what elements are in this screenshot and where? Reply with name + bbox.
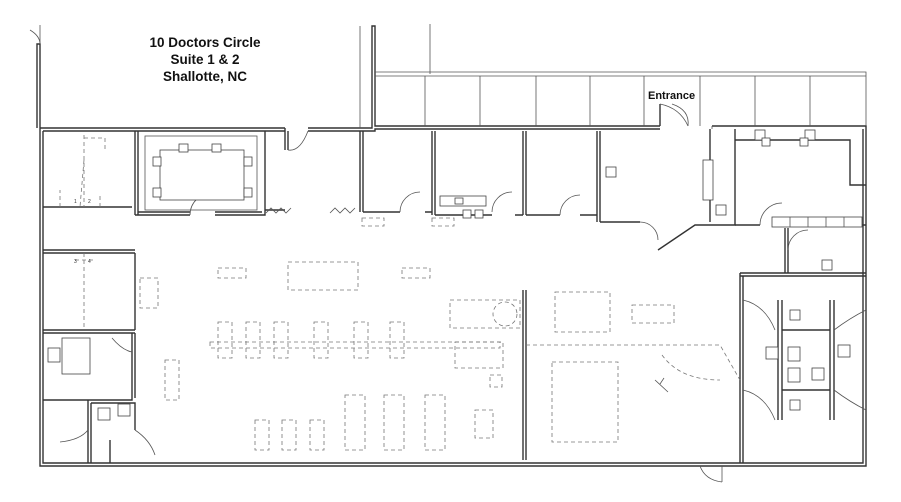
left-upper-rooms: 1 2 bbox=[43, 128, 356, 216]
reception-area bbox=[715, 129, 866, 228]
address-line-3: Shallotte, NC bbox=[162, 69, 247, 84]
address-line-2: Suite 1 & 2 bbox=[170, 52, 240, 67]
middle-upper-offices bbox=[359, 129, 736, 251]
entrance-label: Entrance bbox=[648, 90, 696, 102]
open-office-furniture bbox=[139, 261, 741, 460]
room-number-4: 4 bbox=[88, 259, 91, 265]
porch bbox=[375, 71, 867, 126]
address-line-1: 10 Doctors Circle bbox=[149, 35, 261, 50]
bottom-doors bbox=[699, 465, 723, 483]
right-side-rooms bbox=[739, 228, 867, 463]
address-block: 10 Doctors Circle Suite 1 & 2 Shallotte,… bbox=[135, 34, 275, 85]
room-number-3: 3 bbox=[74, 259, 77, 265]
room-number-2: 2 bbox=[88, 199, 91, 205]
entrance-door bbox=[659, 103, 689, 127]
room-number-1: 1 bbox=[74, 199, 77, 205]
exterior-walls bbox=[29, 24, 867, 467]
left-lower-rooms: 3 4 bbox=[43, 249, 156, 463]
